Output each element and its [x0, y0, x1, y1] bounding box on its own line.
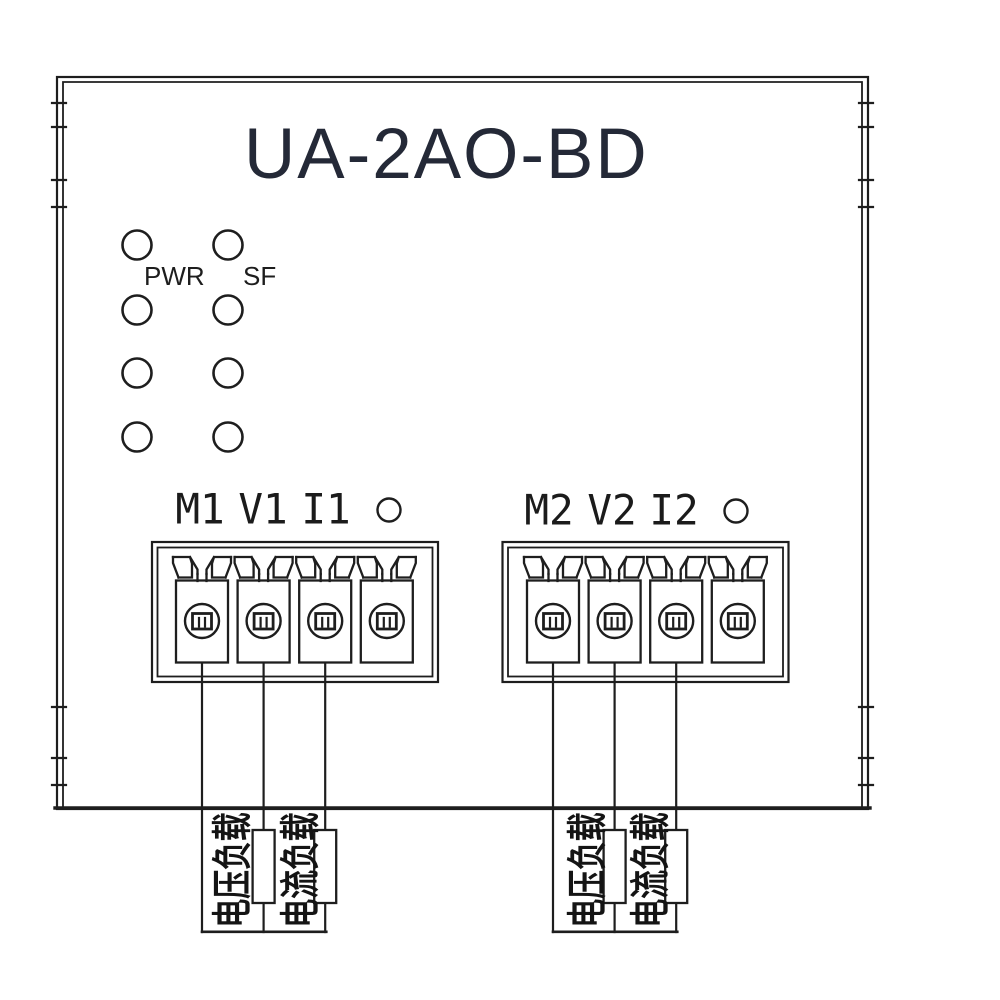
- terminal-v2: [584, 555, 645, 664]
- terminal-label-m1: M1: [175, 484, 225, 534]
- led-sf: [212, 229, 244, 261]
- spare-terminal-circle-1: [376, 497, 402, 523]
- terminal-block-2: [501, 540, 790, 684]
- led-row3-col2: [212, 357, 244, 389]
- load-symbols: [251, 828, 689, 905]
- voltage-load-symbol-1: [251, 828, 276, 905]
- current-load-label-2: 电流负载: [627, 812, 674, 928]
- led-label-sf: SF: [243, 261, 277, 291]
- led-row2-col1: [121, 294, 153, 326]
- terminal-label-v2: V2: [587, 485, 637, 535]
- terminal-label-m2: M2: [524, 485, 574, 535]
- voltage-load-label-2: 电压负载: [565, 812, 611, 928]
- device-title: UA-2AO-BD: [244, 115, 649, 194]
- terminal-block-1: [150, 540, 440, 684]
- led-row4-col1: [121, 421, 153, 453]
- led-pwr: [121, 229, 153, 261]
- terminal-m2: [522, 555, 584, 664]
- spare-terminal-circle-2: [723, 498, 749, 524]
- enclosure-edge-notches: [50, 101, 875, 787]
- led-label-pwr: PWR: [144, 261, 205, 291]
- voltage-load-label-1: 电压负载: [210, 812, 256, 928]
- terminal-spare-1: [356, 555, 418, 664]
- terminal-label-v1: V1: [238, 484, 288, 534]
- voltage-load-symbol-2: [602, 828, 627, 905]
- terminal-i1: [294, 555, 356, 664]
- terminal-label-i1: I1: [301, 484, 351, 534]
- led-row3-col1: [121, 357, 153, 389]
- terminal-label-i2: I2: [649, 485, 699, 535]
- current-load-symbol-2: [664, 828, 689, 905]
- terminal-spare-2: [707, 555, 769, 664]
- led-row2-col2: [212, 294, 244, 326]
- terminal-i2: [645, 555, 707, 664]
- output-wires: [200, 661, 679, 934]
- current-load-label-1: 电流负载: [277, 812, 324, 928]
- device-enclosure: [50, 75, 875, 811]
- led-row4-col2: [212, 421, 244, 453]
- current-load-symbol-1: [313, 828, 338, 905]
- terminal-m1: [171, 555, 233, 664]
- terminal-v1: [233, 555, 295, 664]
